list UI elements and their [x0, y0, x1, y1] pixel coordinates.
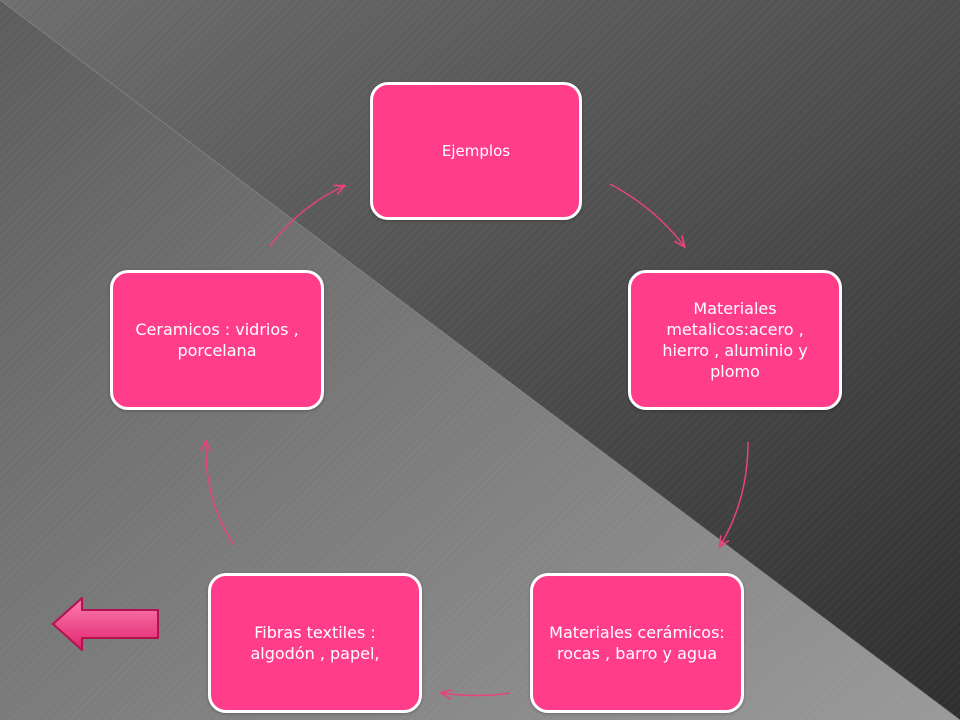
- node-fibras-textiles: Fibras textiles : algodón , papel,: [208, 573, 422, 713]
- node-materiales-metalicos-label: Materiales metalicos:acero , hierro , al…: [662, 299, 808, 381]
- node-materiales-ceramicos-label: Materiales cerámicos: rocas , barro y ag…: [549, 623, 725, 663]
- node-materiales-ceramicos: Materiales cerámicos: rocas , barro y ag…: [530, 573, 744, 713]
- left-arrow-icon[interactable]: [50, 595, 162, 653]
- node-ejemplos: Ejemplos: [370, 82, 582, 220]
- node-fibras-textiles-label: Fibras textiles : algodón , papel,: [250, 623, 380, 663]
- node-materiales-metalicos: Materiales metalicos:acero , hierro , al…: [628, 270, 842, 410]
- node-ejemplos-label: Ejemplos: [441, 141, 511, 160]
- node-ceramicos-label: Ceramicos : vidrios , porcelana: [135, 320, 299, 360]
- node-ceramicos: Ceramicos : vidrios , porcelana: [110, 270, 324, 410]
